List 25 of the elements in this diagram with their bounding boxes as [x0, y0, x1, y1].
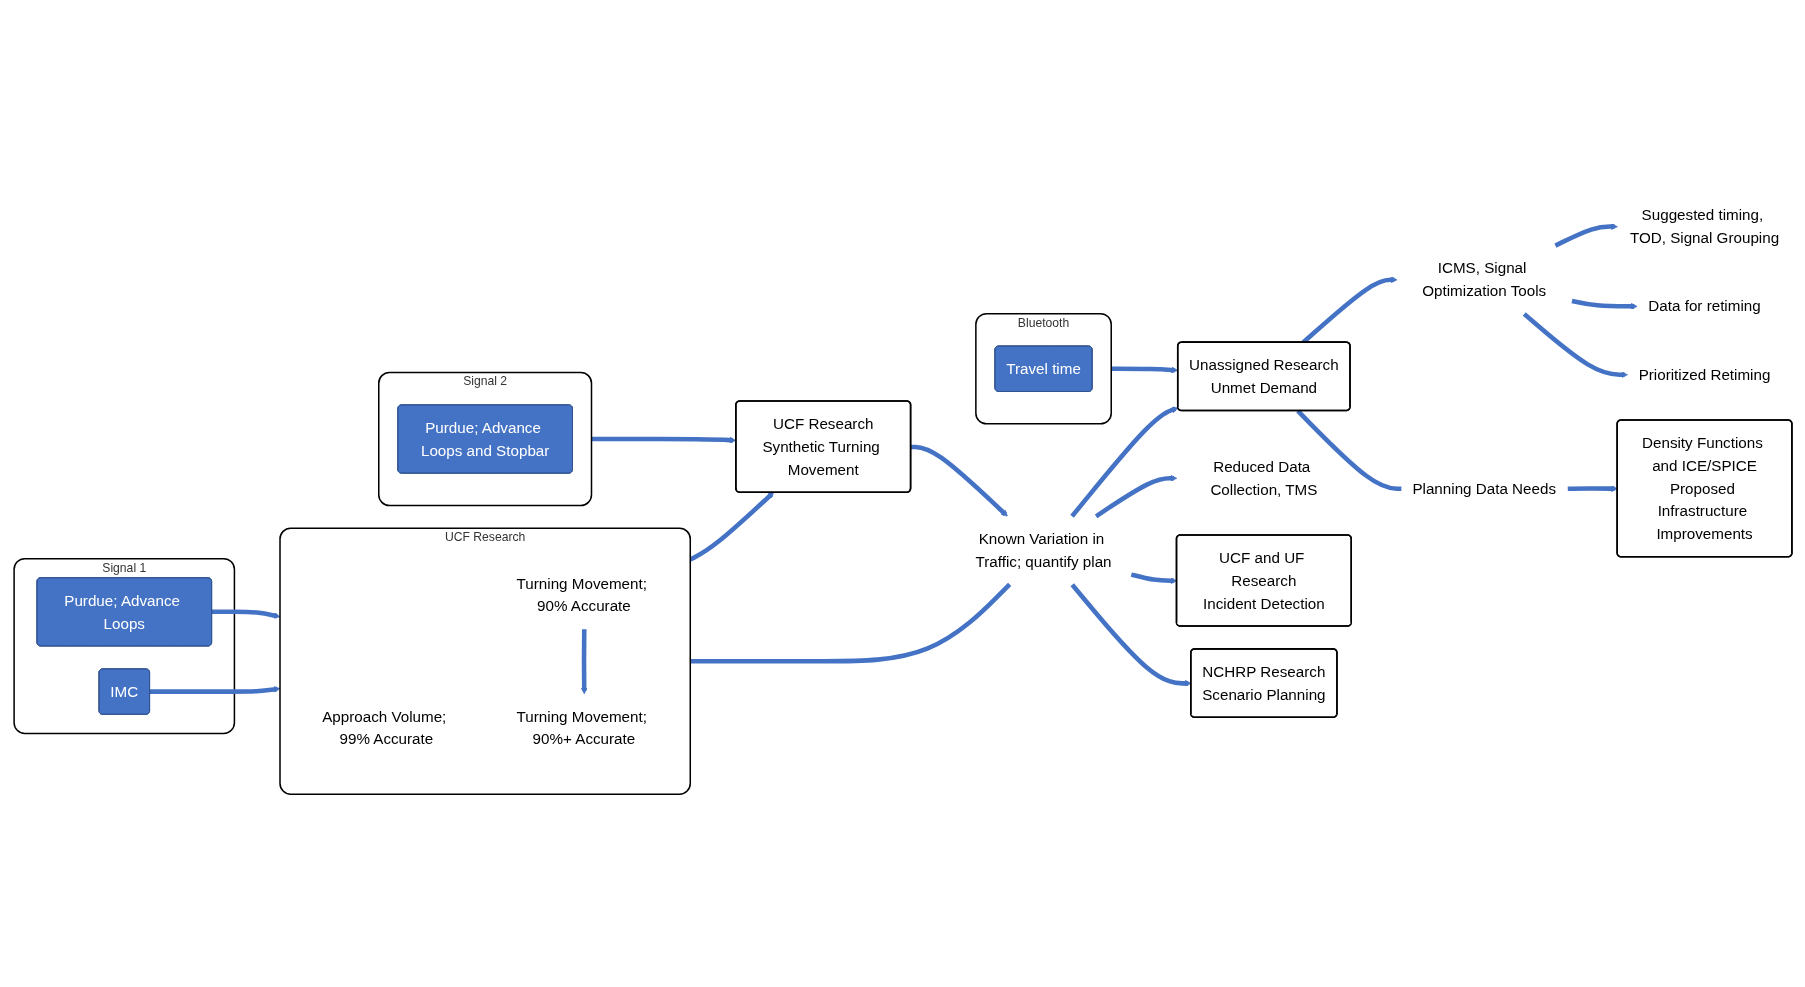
arrow: [1130, 572, 1177, 585]
arrow: [1070, 583, 1191, 688]
node-text: Approach Volume; 99% Accurate: [321, 708, 446, 748]
node-text: Prioritized Retiming: [1638, 366, 1770, 384]
arrow: [149, 686, 280, 695]
node-text: Turning Movement; 90%+ Accurate: [516, 708, 647, 748]
arrow: [910, 445, 1008, 517]
node-text: Data for retiming: [1647, 298, 1761, 315]
arrow: [580, 629, 588, 695]
node-text: Turning Movement; 90% Accurate: [516, 575, 647, 615]
arrow: [1570, 299, 1638, 311]
arrow: [1094, 475, 1177, 519]
arrow: [211, 609, 280, 620]
connector: [689, 583, 1011, 664]
node-text: Planning Data Needs: [1411, 480, 1556, 498]
connector: [1295, 409, 1401, 492]
arrow: [1110, 366, 1178, 374]
arrow: [1522, 312, 1628, 379]
node-text: Known Variation in Traffic; quantify plan: [975, 530, 1112, 571]
arrow: [591, 437, 736, 444]
node-text: ICMS, Signal Optimization Tools: [1421, 260, 1546, 300]
arrow: [1069, 407, 1178, 519]
node-text: Suggested timing, TOD, Signal Grouping: [1629, 206, 1779, 247]
node-text: Reduced Data Collection, TMS: [1209, 458, 1317, 499]
arrow: [1553, 223, 1618, 249]
